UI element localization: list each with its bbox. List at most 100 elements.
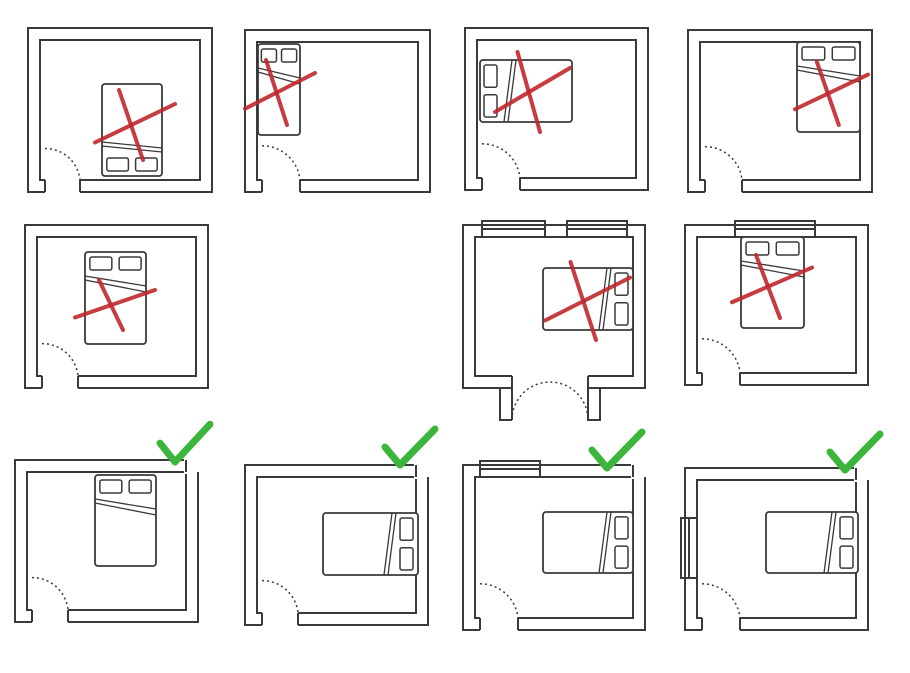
pillow <box>280 48 298 63</box>
door-swing <box>41 342 79 377</box>
inner-wall <box>39 39 201 181</box>
room-plan-1 <box>27 27 213 194</box>
inner-wall <box>26 471 187 611</box>
inner-wall <box>256 41 419 181</box>
corner-opening <box>854 466 870 482</box>
blanket-fold <box>598 267 608 331</box>
double-door-swing <box>511 381 589 421</box>
red-cross-icon <box>243 58 317 127</box>
bed <box>84 251 147 345</box>
room-plan-2 <box>243 29 431 194</box>
pillow <box>614 301 629 326</box>
pillow <box>614 516 629 540</box>
room-plan-10 <box>462 428 647 632</box>
bed-frame <box>94 474 157 567</box>
red-cross-icon <box>730 253 814 320</box>
pillow <box>801 46 826 61</box>
room-plan-7 <box>684 220 869 387</box>
inner-wall <box>36 236 197 377</box>
blanket-fold <box>84 275 147 287</box>
pillow <box>483 64 498 89</box>
pillow <box>399 546 414 571</box>
pillow <box>614 545 629 569</box>
blanket-fold <box>94 502 157 516</box>
corner-opening <box>184 458 200 474</box>
vestibule-wall <box>499 376 601 421</box>
pillow <box>106 157 130 172</box>
red-cross-icon <box>793 60 870 127</box>
pillow <box>831 46 856 61</box>
blanket-fold <box>598 511 608 574</box>
pillow <box>260 48 278 63</box>
door-swing <box>701 583 741 619</box>
bed-frame <box>542 511 634 574</box>
blanket-fold <box>84 279 147 293</box>
bed <box>322 512 419 576</box>
blanket-fold <box>796 69 861 83</box>
green-check-icon <box>156 420 214 466</box>
door-swing <box>44 147 81 181</box>
pillow <box>745 241 770 256</box>
green-check-icon <box>381 425 439 469</box>
corner-opening <box>631 463 647 479</box>
room-plan-8 <box>14 420 214 624</box>
red-cross-icon <box>93 88 177 162</box>
pillow <box>399 517 414 542</box>
blanket-fold <box>823 511 833 574</box>
room-plan-9 <box>244 425 439 627</box>
room-plan-4 <box>687 29 873 194</box>
door-swing <box>701 338 741 374</box>
pillow <box>839 545 854 569</box>
inner-wall <box>476 39 637 179</box>
bed-frame <box>796 41 861 133</box>
outer-wall <box>684 224 869 386</box>
blanket-fold <box>94 498 157 510</box>
door-opening <box>705 178 742 194</box>
green-check-icon <box>826 430 884 474</box>
blanket-fold <box>796 65 861 77</box>
outer-wall <box>687 29 873 193</box>
bed <box>765 511 859 574</box>
blanket-fold <box>387 512 397 576</box>
blanket-fold <box>101 145 163 153</box>
door-swing <box>479 583 519 619</box>
outer-wall <box>464 27 649 191</box>
blanket-fold <box>740 260 805 272</box>
door-opening <box>262 611 298 627</box>
blanket-fold <box>503 59 513 123</box>
door-opening <box>702 371 740 387</box>
pillow <box>99 479 123 494</box>
bed-frame <box>765 511 859 574</box>
pillow <box>118 256 142 271</box>
pillow <box>134 157 158 172</box>
door-opening <box>480 616 518 632</box>
bed <box>740 236 805 329</box>
bed <box>796 41 861 133</box>
door-opening <box>45 178 80 194</box>
blanket-fold <box>383 512 393 576</box>
blanket-fold <box>827 511 837 574</box>
room-plan-5 <box>24 224 209 390</box>
door-opening <box>32 608 68 624</box>
red-cross-icon <box>73 278 157 332</box>
door-swing <box>261 579 299 614</box>
door-opening <box>702 616 740 632</box>
door-swing <box>31 576 69 611</box>
outer-wall <box>27 27 213 193</box>
room-plan-11 <box>680 430 884 632</box>
pillow <box>839 516 854 540</box>
door-opening <box>42 374 78 390</box>
blanket-fold <box>257 67 301 79</box>
red-cross-icon <box>493 50 572 134</box>
room-plan-3 <box>464 27 649 192</box>
door-opening <box>262 178 300 194</box>
bed <box>542 511 634 574</box>
green-check-icon <box>588 428 646 472</box>
door-opening <box>482 176 520 192</box>
outer-wall <box>24 224 209 389</box>
door-swing <box>481 143 521 179</box>
pillow <box>128 479 152 494</box>
pillow <box>775 241 800 256</box>
pillow <box>89 256 113 271</box>
